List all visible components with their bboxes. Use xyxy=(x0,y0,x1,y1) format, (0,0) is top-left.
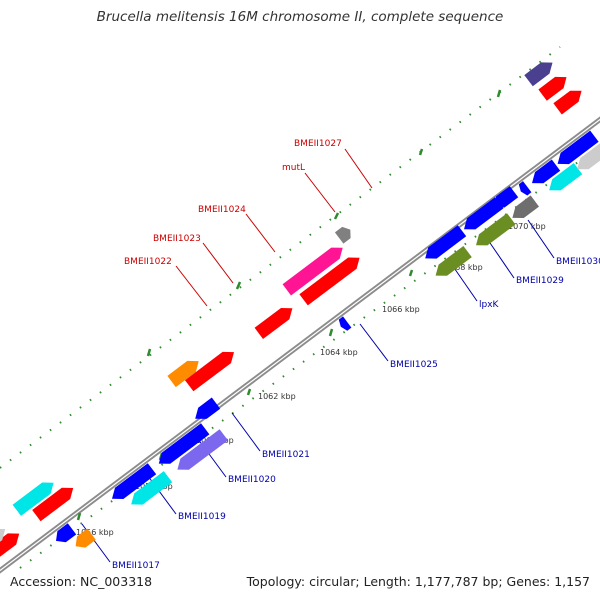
gene-arrow[interactable] xyxy=(0,529,6,552)
gene-label: BMEII1027 xyxy=(294,139,342,149)
tick-label: 1068 kbp xyxy=(445,263,483,272)
gene-label: BMEII1030 xyxy=(556,257,600,267)
gene-arrow[interactable] xyxy=(195,397,221,419)
gene-arrow[interactable] xyxy=(524,62,553,87)
gene-label: BMEII1022 xyxy=(124,257,172,267)
gene-arrow[interactable] xyxy=(158,423,210,464)
gene-arrow[interactable] xyxy=(177,429,228,470)
gene-arrow[interactable] xyxy=(493,186,519,208)
gene-arrow[interactable] xyxy=(538,76,567,101)
gene-arrow[interactable] xyxy=(131,471,173,505)
tick-label: 1070 kbp xyxy=(508,222,546,231)
gene-features xyxy=(0,62,600,557)
gene-arrow[interactable] xyxy=(553,90,582,115)
gene-arrow[interactable] xyxy=(476,213,516,246)
gene-label: lpxK xyxy=(479,300,500,310)
gene-arrow[interactable] xyxy=(0,533,20,557)
gene-arrow[interactable] xyxy=(167,360,199,388)
gene-arrow[interactable] xyxy=(532,159,561,184)
tick-row-inner xyxy=(19,145,600,569)
gene-arrow[interactable] xyxy=(518,181,532,196)
genome-stats: Topology: circular; Length: 1,177,787 bp… xyxy=(246,574,590,589)
gene-arrow[interactable] xyxy=(12,482,54,516)
gene-label: BMEII1023 xyxy=(153,234,201,244)
gene-arrow[interactable] xyxy=(435,246,472,276)
tick-label: 1066 kbp xyxy=(382,305,420,314)
tick-label: 1064 kbp xyxy=(320,348,358,357)
gene-arrow[interactable] xyxy=(557,130,599,165)
gene-arrow[interactable] xyxy=(75,528,96,548)
gene-arrow[interactable] xyxy=(425,225,467,259)
gene-arrow[interactable] xyxy=(56,523,77,543)
gene-arrow[interactable] xyxy=(464,197,504,230)
backbone xyxy=(0,116,600,574)
gene-arrow[interactable] xyxy=(549,163,583,191)
gene-arrow[interactable] xyxy=(334,226,351,244)
gene-label: BMEII1017 xyxy=(112,561,160,571)
tick-label: 1062 kbp xyxy=(258,392,296,401)
gene-label: BMEII1019 xyxy=(178,512,226,522)
gene-label: mutL xyxy=(282,163,305,173)
gene-label: BMEII1024 xyxy=(198,205,246,215)
gene-label: BMEII1029 xyxy=(516,276,564,286)
gene-arrow[interactable] xyxy=(112,463,157,499)
gene-label: BMEII1025 xyxy=(390,360,438,370)
gene-arrow[interactable] xyxy=(32,487,74,522)
gene-arrow[interactable] xyxy=(577,136,600,170)
map-title: Brucella melitensis 16M chromosome II, c… xyxy=(96,9,504,25)
gene-arrow[interactable] xyxy=(254,308,293,339)
gene-label: BMEII1021 xyxy=(262,450,310,460)
gene-arrow[interactable] xyxy=(299,257,360,306)
leader-lines-forward xyxy=(175,148,373,307)
accession-label: Accession: NC_003318 xyxy=(10,574,153,589)
gene-arrow[interactable] xyxy=(512,195,539,218)
gene-arrow[interactable] xyxy=(185,351,234,392)
gene-label: BMEII1020 xyxy=(228,475,276,485)
tick-row-outer xyxy=(0,46,561,469)
gene-arrow[interactable] xyxy=(338,316,352,331)
tick-label: 1056 kbp xyxy=(76,528,114,537)
gene-arrow[interactable] xyxy=(282,247,343,296)
